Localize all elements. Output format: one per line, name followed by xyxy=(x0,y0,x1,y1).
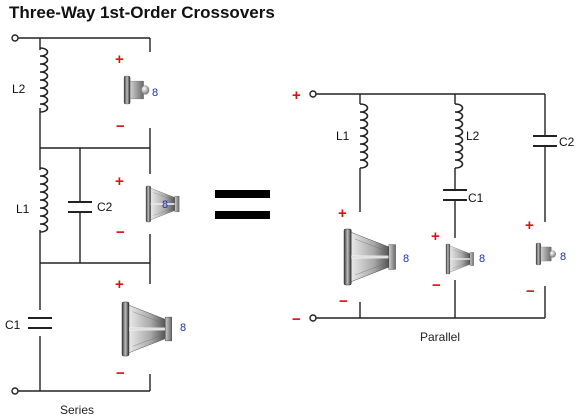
parallel-midrange-impedance: 8 xyxy=(479,253,485,265)
series-woofer-minus: − xyxy=(116,365,125,382)
parallel-tweeter-impedance: 8 xyxy=(560,251,566,263)
series-l2-label: L2 xyxy=(12,82,26,96)
parallel-woofer-minus: − xyxy=(339,293,348,310)
series-c2-label: C2 xyxy=(97,200,113,214)
series-woofer-impedance: 8 xyxy=(180,322,186,334)
series-c1-capacitor xyxy=(28,317,52,329)
parallel-input-minus: − xyxy=(292,311,301,328)
series-woofer-speaker xyxy=(122,302,172,356)
parallel-circuit: L1 L2 C1 C2 8 8 8 + − + − + − + − xyxy=(292,87,575,328)
parallel-input-terminal-bottom xyxy=(309,314,317,322)
series-circuit: L2 L1 C2 C1 8 8 8 + − + − + − xyxy=(5,34,186,395)
series-input-terminal-bottom xyxy=(11,387,19,395)
series-c2-capacitor xyxy=(68,201,92,213)
parallel-c2-label: C2 xyxy=(559,135,575,149)
parallel-midrange-plus: + xyxy=(431,228,440,245)
parallel-tweeter-minus: − xyxy=(526,283,535,300)
parallel-l2-label: L2 xyxy=(466,129,480,143)
parallel-c2-capacitor xyxy=(533,135,557,147)
equals-sign xyxy=(215,190,270,219)
parallel-woofer-plus: + xyxy=(338,205,347,222)
parallel-input-plus: + xyxy=(292,87,301,104)
series-caption: Series xyxy=(60,403,95,417)
series-midrange-minus: − xyxy=(116,224,125,241)
series-midrange-impedance: 8 xyxy=(162,199,168,211)
parallel-midrange-speaker xyxy=(444,242,475,276)
series-l2-inductor xyxy=(39,47,49,113)
parallel-c1-label: C1 xyxy=(468,191,484,205)
series-input-terminal-top xyxy=(11,34,19,42)
parallel-input-terminal-top xyxy=(309,90,317,98)
series-wires xyxy=(18,37,151,392)
parallel-tweeter-speaker xyxy=(535,242,557,266)
series-l1-inductor xyxy=(39,167,49,233)
parallel-tweeter-plus: + xyxy=(525,217,534,234)
series-tweeter-plus: + xyxy=(115,51,124,68)
parallel-c1-capacitor xyxy=(443,189,467,201)
series-l1-label: L1 xyxy=(16,202,30,216)
series-midrange-plus: + xyxy=(115,173,124,190)
parallel-woofer-impedance: 8 xyxy=(403,253,409,265)
parallel-midrange-minus: − xyxy=(432,277,441,294)
parallel-l1-inductor xyxy=(359,103,369,169)
parallel-l1-label: L1 xyxy=(336,129,350,143)
series-tweeter-impedance: 8 xyxy=(152,87,158,99)
parallel-wires xyxy=(316,93,546,319)
diagram-title: Three-Way 1st-Order Crossovers xyxy=(9,3,275,22)
series-tweeter-minus: − xyxy=(116,118,125,135)
parallel-l2-inductor xyxy=(454,103,464,169)
parallel-woofer-speaker xyxy=(344,229,396,285)
series-woofer-plus: + xyxy=(115,276,124,293)
parallel-caption: Parallel xyxy=(420,330,461,344)
series-c1-label: C1 xyxy=(5,318,21,332)
series-tweeter-speaker xyxy=(123,75,150,105)
